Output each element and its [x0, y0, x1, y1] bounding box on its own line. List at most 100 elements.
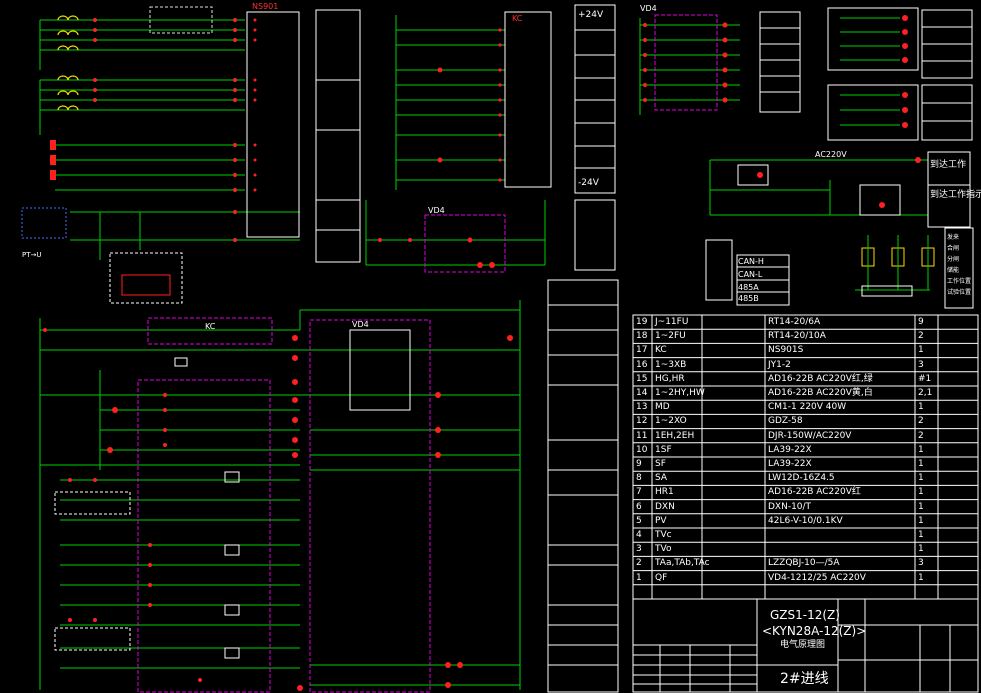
bom-cell-no: 13 [636, 402, 648, 413]
dashed-box-pt-wiring [109, 252, 183, 304]
bom-cell-no: 12 [636, 416, 648, 427]
bom-cell-code: 1~2FU [655, 331, 686, 342]
vd4-inner-box [349, 329, 411, 411]
bom-cell-spec: LA39-22X [768, 459, 812, 469]
vd4-aux-terminals [378, 237, 495, 268]
desc-column-rows [548, 304, 618, 666]
bom-cell-no: 19 [636, 317, 648, 327]
right-legend: 发来合闸分闸储能工作位置试验位置 [947, 232, 971, 298]
arresters [855, 235, 935, 297]
indicator-label-2: 到达工作指示 [930, 190, 981, 200]
bom-cell-qty: 1 [918, 487, 924, 498]
ns901-relay-box-2 [827, 84, 919, 141]
bom-cell-no: 14 [636, 388, 648, 398]
desc-box-3 [574, 199, 616, 271]
desc-box-2 [574, 4, 616, 194]
bom-cell-qty: 1 [918, 402, 924, 413]
bom-cell-no: 15 [636, 373, 648, 384]
vd4-label-top-right: VD4 [640, 4, 657, 13]
bom-cell-no: 17 [636, 345, 648, 356]
bom-cell-qty: 1 [918, 345, 924, 356]
title-model-2: <KYN28A-12(Z)> [762, 624, 867, 638]
bom-cell-qty: 1 [918, 459, 924, 469]
bom-cell-qty: 9 [918, 317, 924, 327]
bom-cell-qty: 3 [918, 558, 924, 569]
vd4-dashed-box-main [309, 319, 431, 693]
kc-label-top: KC [512, 14, 523, 23]
bom-cell-spec: RT14-20/6A [768, 317, 821, 327]
relay-wiring [840, 17, 900, 126]
bom-cell-code: MD [655, 402, 670, 413]
legend-item: 试验位置 [947, 289, 972, 296]
bom-cell-code: KC [655, 345, 667, 356]
ns901-block-top-left [246, 11, 300, 238]
bom-cell-code: 1~2HY,HW [655, 388, 705, 398]
pt-inner [121, 274, 171, 296]
interlock-box-2 [54, 627, 131, 651]
legend-item: 合闸 [947, 245, 960, 252]
legend-item: 工作位置 [947, 278, 972, 285]
vd4-desc-box [759, 11, 801, 113]
bom-cell-code: 1~3XB [655, 359, 687, 370]
bom-cell-code: J~11FU [655, 317, 689, 327]
comms-block [705, 239, 733, 301]
bom-cell-no: 5 [636, 515, 642, 526]
legend-item: 分闸 [947, 256, 960, 263]
terminal-markers-top-left [50, 18, 237, 242]
bom-cell-code: TVo [655, 544, 672, 555]
bom-cell-spec: VD4-1212/25 AC220V [768, 572, 866, 583]
bom-cell-qty: 1 [918, 544, 924, 555]
bom-cell-no: 16 [636, 359, 648, 370]
bom-cell-qty: #1 [918, 373, 932, 384]
ac220v-heater-circuit [709, 159, 929, 216]
bom-cell-spec: LA39-22X [768, 444, 812, 455]
vd4-label-aux: VD4 [428, 206, 445, 215]
bom-cell-qty: 1 [918, 515, 924, 526]
ns901-block-inputs [504, 11, 552, 188]
bom-cell-code: HG,HR [655, 373, 685, 384]
bom-cell-code: SF [655, 459, 666, 469]
bom-cell-code: TAa,TAb,TAc [655, 558, 710, 569]
bom-cell-qty: 1 [918, 501, 924, 512]
bom-cell-no: 7 [636, 487, 642, 498]
ns901-dashed-box-mid [147, 317, 273, 345]
ns901-relay-box-1 [827, 7, 919, 71]
bom-cell-spec: RT14-20/10A [768, 331, 826, 342]
bom-cell-code: SA [655, 473, 668, 484]
bom-cell-no: 8 [636, 473, 642, 484]
kc-label-mid: KC [205, 322, 216, 331]
bom-cell-code: TVc [655, 530, 672, 540]
input-wiring [395, 15, 505, 190]
bom-cell-no: 9 [636, 459, 642, 469]
vd4-aux-circuit [365, 200, 546, 266]
ac220v-label: AC220V [815, 150, 847, 159]
rs485a-label: 485A [738, 283, 759, 292]
bom-cell-spec: AD16-22B AC220V红 [768, 487, 861, 498]
heater-terminals [757, 157, 921, 208]
bom-cell-spec: GDZ-58 [768, 416, 803, 427]
relay-terminals [902, 15, 908, 128]
rs485b-label: 485B [738, 294, 759, 303]
indicator-text-box [927, 151, 971, 228]
bom-cell-spec: AD16-22B AC220V红,绿 [768, 373, 873, 384]
relay-desc-box-2 [921, 84, 973, 141]
bom-cell-code: QF [655, 572, 668, 583]
can-h-label: CAN-H [738, 257, 764, 266]
bom-cell-no: 11 [636, 430, 648, 441]
bom-cell-no: 18 [636, 331, 648, 342]
bom-cell-spec: AD16-22B AC220V黄,白 [768, 388, 873, 398]
bom-cell-qty: 1 [918, 530, 924, 540]
control-circuit [39, 300, 521, 690]
bom-cell-qty: 2 [918, 416, 924, 427]
plus24v-label: +24V [578, 10, 604, 20]
bom-cell-no: 4 [636, 530, 642, 540]
bom-cell-qty: 1 [918, 572, 924, 583]
title-line-name: 2#进线 [780, 671, 829, 687]
bom-cell-code: HR1 [655, 487, 674, 498]
bom-cell-code: 1SF [655, 444, 672, 455]
pt-label: PT→U [22, 251, 42, 259]
input-terminals [437, 28, 502, 182]
indicator-label-1: 到达工作 [930, 160, 967, 170]
bom-cell-no: 2 [636, 558, 642, 569]
